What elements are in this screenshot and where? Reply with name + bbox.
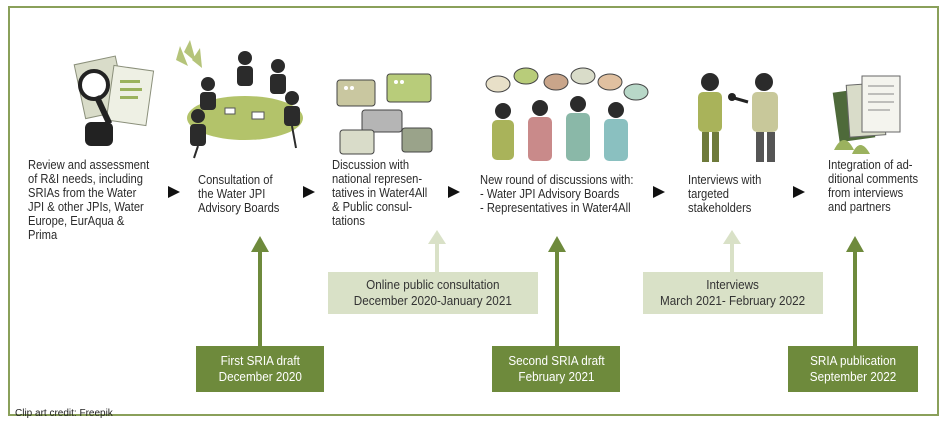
diagram-frame: Review and assessment of R&I needs, incl…: [8, 6, 939, 416]
milestone-1-line: [258, 251, 262, 348]
documents-stack-icon: [832, 75, 901, 154]
flow-arrow-2: [303, 186, 315, 198]
period-1-arrowhead: [428, 230, 446, 244]
meeting-table-icon: [176, 40, 303, 159]
period-box-interviews: Interviews March 2021- February 2022: [643, 272, 823, 314]
milestone-2-arrowhead: [548, 236, 566, 252]
milestone-2-text: Second SRIA draft February 2021: [507, 353, 605, 384]
period-box-public-consultation: Online public consultation December 2020…: [328, 272, 538, 314]
milestone-1-text: First SRIA draft December 2020: [218, 353, 302, 384]
milestone-3-arrowhead: [846, 236, 864, 252]
speech-bubbles-icon: [336, 73, 433, 155]
milestone-1-arrowhead: [251, 236, 269, 252]
period-1-line: [435, 243, 439, 273]
step-1-text: Review and assessment of R&I needs, incl…: [28, 157, 150, 242]
milestone-2-line: [555, 251, 559, 348]
step-6-text: Integration of ad- ditional comments fro…: [828, 157, 919, 214]
step-5-text: Interviews with targeted stakeholders: [688, 172, 762, 215]
flow-arrow-1: [168, 186, 180, 198]
step-3-text: Discussion with national represen- tativ…: [332, 157, 428, 228]
milestone-box-second-draft: Second SRIA draft February 2021: [492, 346, 620, 392]
magnifier-documents-icon: [73, 55, 155, 146]
group-discussion-icon: [485, 67, 649, 161]
milestone-box-publication: SRIA publication September 2022: [788, 346, 918, 392]
flow-arrow-4: [653, 186, 665, 198]
step-2-text: Consultation of the Water JPI Advisory B…: [198, 172, 280, 215]
period-1-text: Online public consultation December 2020…: [353, 277, 513, 308]
clip-art-credit: Clip art credit: Freepik: [15, 408, 113, 419]
milestone-box-first-draft: First SRIA draft December 2020: [196, 346, 324, 392]
milestone-3-line: [853, 251, 857, 348]
flow-arrow-5: [793, 186, 805, 198]
step-4-text: New round of discussions with: - Water J…: [480, 172, 634, 215]
period-2-line: [730, 243, 734, 273]
period-2-text: Interviews March 2021- February 2022: [660, 277, 806, 308]
interview-icon: [698, 73, 778, 162]
milestone-3-text: SRIA publication September 2022: [809, 353, 897, 384]
period-2-arrowhead: [723, 230, 741, 244]
flow-arrow-3: [448, 186, 460, 198]
